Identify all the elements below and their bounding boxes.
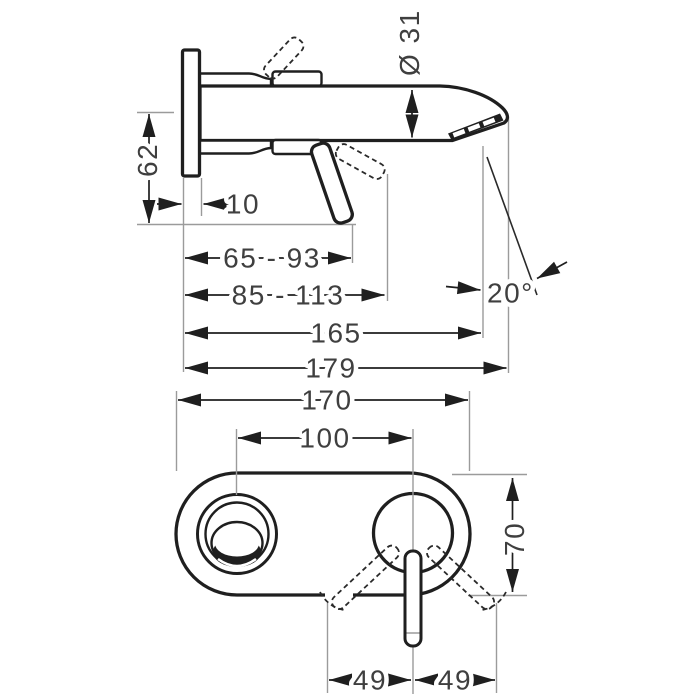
label-62: 62	[132, 143, 163, 177]
escutcheon-upper	[198, 72, 273, 88]
label-100: 100	[299, 423, 350, 454]
label-170: 170	[301, 385, 352, 416]
handle-lever	[309, 141, 354, 225]
extension-lines-side	[137, 111, 510, 471]
water-stream-line	[486, 156, 538, 296]
aerator-slot	[482, 117, 496, 127]
spout-opening-glint	[217, 557, 257, 568]
angle-leader-right	[536, 261, 568, 280]
edge-gap	[325, 589, 353, 601]
spout-body	[198, 84, 510, 143]
angle-leader-left	[445, 281, 481, 295]
swing-arc-left	[319, 591, 345, 611]
swing-arc-right	[481, 591, 507, 611]
label-10: 10	[226, 189, 260, 220]
label-85-113: 85 - 113	[232, 280, 345, 311]
label-70: 70	[499, 522, 530, 556]
label-165: 165	[310, 318, 361, 349]
aerator-slot	[467, 123, 481, 132]
label-65-93: 65 - 93	[223, 243, 321, 274]
handle-lever-raised-dashed	[263, 36, 305, 80]
label-stream-angle: 20°	[487, 278, 534, 309]
label-49-right: 49	[438, 665, 472, 696]
label-spout-diameter: Ø 31	[394, 9, 425, 76]
front-view-handle	[319, 544, 507, 648]
dimension-lines	[142, 90, 568, 687]
wall-plate	[180, 48, 202, 178]
escutcheon-lower	[198, 139, 273, 155]
handle-knob	[403, 549, 423, 648]
label-49-left: 49	[353, 665, 387, 696]
aerator-slot	[452, 128, 466, 138]
label-179: 179	[305, 353, 356, 384]
dimension-labels: Ø 31 62 10 65 - 93 85 - 113 165 179 20° …	[128, 5, 537, 700]
spout-opening-highlight	[215, 530, 259, 557]
side-view	[180, 36, 538, 296]
handle-lever-alt-dashed	[334, 143, 386, 180]
front-view	[174, 471, 504, 601]
